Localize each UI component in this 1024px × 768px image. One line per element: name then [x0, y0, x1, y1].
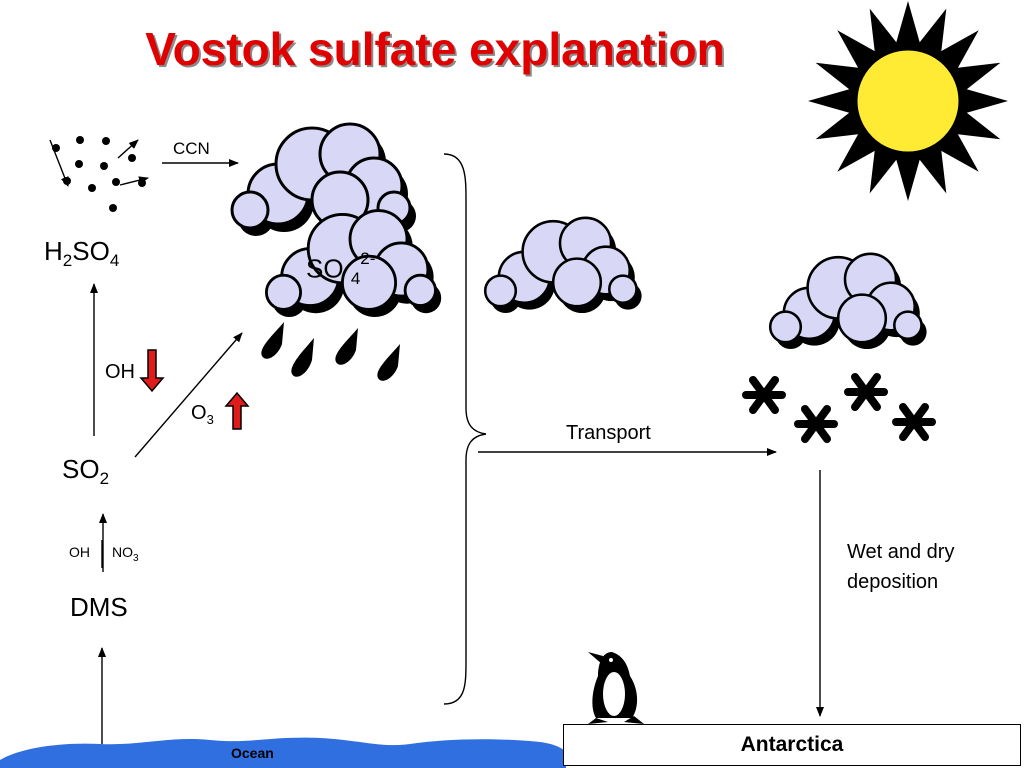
cloud-icon: [768, 252, 927, 349]
rain-drops: [261, 322, 400, 381]
o3-increase-arrow: [224, 391, 250, 430]
cloud-icon: [483, 216, 642, 313]
o3-label: O3: [191, 402, 214, 427]
snowflake-icon: [742, 376, 786, 414]
penguin-icon: [588, 652, 644, 724]
dms-label: DMS: [70, 592, 128, 622]
rain-drop-icon: [335, 328, 358, 365]
curly-brace: [443, 153, 487, 705]
process-arrows: [90, 153, 824, 744]
rain-drop-icon: [377, 344, 400, 381]
rain-drop-icon: [291, 338, 314, 377]
rain-drop-icon: [261, 322, 284, 359]
ccn-label: CCN: [173, 139, 210, 158]
ocean-label: Ocean: [231, 745, 274, 761]
antarctica-box: Antarctica: [563, 724, 1021, 766]
h2so4-label: H2SO4: [44, 236, 120, 271]
snowflakes: [742, 373, 936, 443]
oh-small-label: OH: [69, 544, 90, 560]
sun-icon: [808, 1, 1008, 201]
antarctica-label: Antarctica: [740, 733, 844, 756]
no3-label: NO3: [112, 544, 139, 564]
so2-to-so4-arrow: [134, 332, 243, 458]
ocean-shape: [0, 737, 566, 768]
oh-decrease-arrow: [139, 349, 165, 393]
snowflake-icon: [892, 403, 936, 441]
sulfate-label: SO 42-: [306, 249, 376, 288]
particles-icon: [49, 136, 149, 212]
deposition-label-line1: Wet and dry: [847, 541, 955, 563]
deposition-label-line2: deposition: [847, 571, 939, 593]
snowflake-icon: [844, 373, 888, 411]
transport-label: Transport: [566, 422, 651, 444]
page-title: Vostok sulfate explanation: [145, 23, 725, 75]
red-arrows: [139, 349, 250, 430]
snowflake-icon: [794, 405, 838, 443]
oh-label: OH: [105, 361, 135, 383]
so2-label: SO2: [62, 454, 110, 489]
